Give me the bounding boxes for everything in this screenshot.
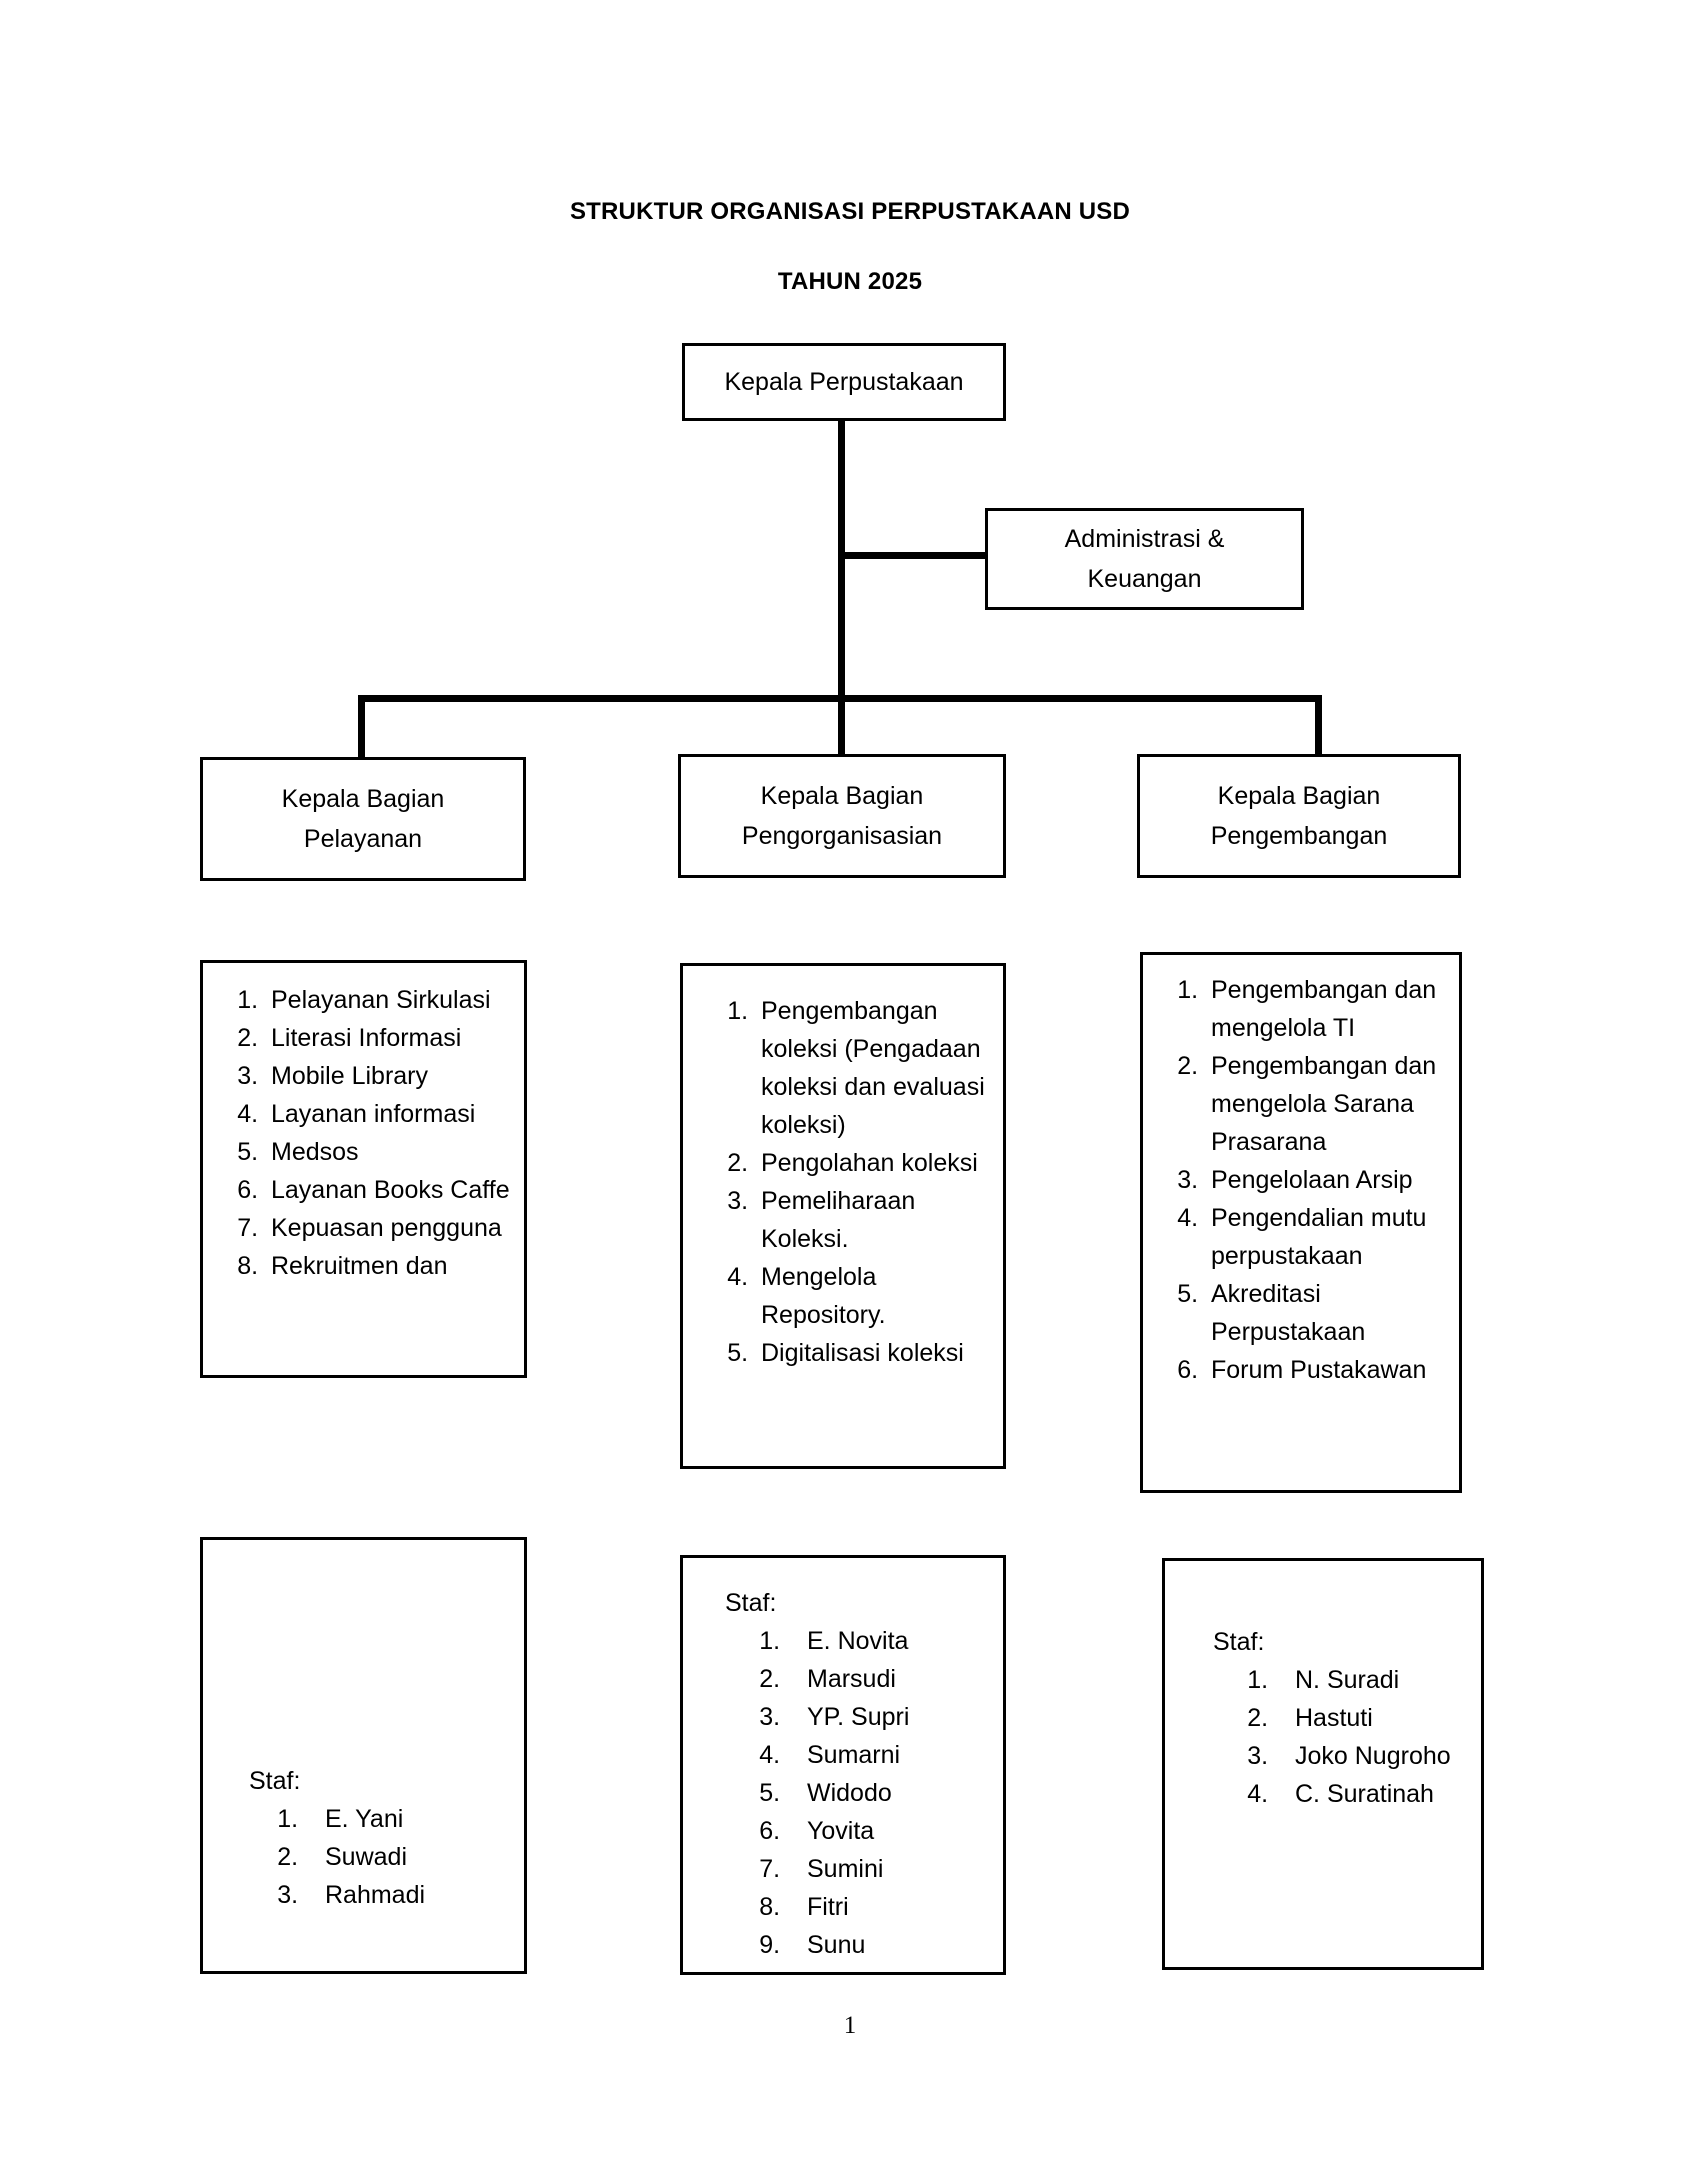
task-list-box-pelayanan: Pelayanan SirkulasiLiterasi InformasiMob… bbox=[200, 960, 527, 1378]
staff-list: E. YaniSuwadiRahmadi bbox=[249, 1800, 524, 1914]
node-label-line-1: Kepala Bagian bbox=[281, 785, 445, 813]
list-item: E. Novita bbox=[787, 1622, 1003, 1660]
staff-heading: Staf: bbox=[249, 1767, 301, 1795]
node-label-line-2: Pengorganisasian bbox=[741, 822, 943, 850]
list-item: Forum Pustakawan bbox=[1205, 1351, 1455, 1389]
list-item: Kepuasan pengguna bbox=[265, 1209, 518, 1247]
list-item: Sumini bbox=[787, 1850, 1003, 1888]
list-item: Layanan Books Caffe bbox=[265, 1171, 518, 1209]
staff-heading: Staf: bbox=[725, 1589, 777, 1617]
list-item: Hastuti bbox=[1275, 1699, 1481, 1737]
list-item: Pengolahan koleksi bbox=[755, 1144, 997, 1182]
list-item: Mobile Library bbox=[265, 1057, 518, 1095]
node-label-line-2: Keuangan bbox=[1087, 565, 1202, 593]
staff-heading: Staf: bbox=[1213, 1628, 1265, 1656]
node-label-line-2: Pengembangan bbox=[1210, 822, 1388, 850]
node-kepala-bagian-pengorganisasian[interactable]: Kepala Bagian Pengorganisasian bbox=[678, 754, 1006, 878]
node-kepala-bagian-pengembangan[interactable]: Kepala Bagian Pengembangan bbox=[1137, 754, 1461, 878]
list-item: Rahmadi bbox=[305, 1876, 524, 1914]
list-item: Akreditasi Perpustakaan bbox=[1205, 1275, 1455, 1351]
node-administrasi-keuangan[interactable]: Administrasi & Keuangan bbox=[985, 508, 1304, 610]
staff-list: N. SuradiHastutiJoko NugrohoC. Suratinah bbox=[1213, 1661, 1481, 1813]
list-item: N. Suradi bbox=[1275, 1661, 1481, 1699]
list-item: Pelayanan Sirkulasi bbox=[265, 981, 518, 1019]
connector-drop-right bbox=[1315, 695, 1322, 757]
node-label: Kepala Perpustakaan bbox=[724, 368, 964, 396]
list-item: Pengendalian mutu perpustakaan bbox=[1205, 1199, 1455, 1275]
node-label-line-2: Pelayanan bbox=[303, 825, 423, 853]
node-label-line-1: Kepala Bagian bbox=[1217, 782, 1381, 810]
document-title-line-1: STRUKTUR ORGANISASI PERPUSTAKAAN USD bbox=[569, 198, 1131, 225]
list-item: Digitalisasi koleksi bbox=[755, 1334, 997, 1372]
list-item: Sumarni bbox=[787, 1736, 1003, 1774]
list-item: Rekruitmen dan bbox=[265, 1247, 518, 1285]
list-item: Pengembangan dan mengelola Sarana Prasar… bbox=[1205, 1047, 1455, 1161]
list-item: Marsudi bbox=[787, 1660, 1003, 1698]
list-item: Pengembangan dan mengelola TI bbox=[1205, 971, 1455, 1047]
list-item: Yovita bbox=[787, 1812, 1003, 1850]
task-list: Pengembangan koleksi (Pengadaan koleksi … bbox=[683, 992, 1003, 1372]
node-label-line-1: Administrasi & bbox=[1064, 525, 1225, 553]
list-item: Pemeliharaan Koleksi. bbox=[755, 1182, 997, 1258]
staff-list: E. NovitaMarsudiYP. SupriSumarniWidodoYo… bbox=[725, 1622, 1003, 1964]
task-list: Pelayanan SirkulasiLiterasi InformasiMob… bbox=[203, 981, 524, 1285]
staff-box-pengorganisasian: Staf: E. NovitaMarsudiYP. SupriSumarniWi… bbox=[680, 1555, 1006, 1975]
list-item: Pengelolaan Arsip bbox=[1205, 1161, 1455, 1199]
list-item: YP. Supri bbox=[787, 1698, 1003, 1736]
task-list: Pengembangan dan mengelola TIPengembanga… bbox=[1143, 971, 1459, 1389]
list-item: Widodo bbox=[787, 1774, 1003, 1812]
list-item: Fitri bbox=[787, 1888, 1003, 1926]
list-item: Suwadi bbox=[305, 1838, 524, 1876]
document-title-line-2: TAHUN 2025 bbox=[777, 268, 923, 295]
page-number: 1 bbox=[843, 2012, 857, 2039]
connector-admin-horizontal bbox=[845, 552, 988, 559]
list-item: E. Yani bbox=[305, 1800, 524, 1838]
node-kepala-bagian-pelayanan[interactable]: Kepala Bagian Pelayanan bbox=[200, 757, 526, 881]
connector-trunk-vertical bbox=[838, 420, 845, 702]
task-list-box-pengorganisasian: Pengembangan koleksi (Pengadaan koleksi … bbox=[680, 963, 1006, 1469]
list-item: Literasi Informasi bbox=[265, 1019, 518, 1057]
list-item: Layanan informasi bbox=[265, 1095, 518, 1133]
list-item: Medsos bbox=[265, 1133, 518, 1171]
list-item: Pengembangan koleksi (Pengadaan koleksi … bbox=[755, 992, 997, 1144]
task-list-box-pengembangan: Pengembangan dan mengelola TIPengembanga… bbox=[1140, 952, 1462, 1493]
staff-box-pelayanan: Staf: E. YaniSuwadiRahmadi bbox=[200, 1537, 527, 1974]
list-item: Sunu bbox=[787, 1926, 1003, 1964]
list-item: Mengelola Repository. bbox=[755, 1258, 997, 1334]
list-item: Joko Nugroho bbox=[1275, 1737, 1481, 1775]
staff-box-pengembangan: Staf: N. SuradiHastutiJoko NugrohoC. Sur… bbox=[1162, 1558, 1484, 1970]
node-kepala-perpustakaan[interactable]: Kepala Perpustakaan bbox=[682, 343, 1006, 421]
list-item: C. Suratinah bbox=[1275, 1775, 1481, 1813]
node-label-line-1: Kepala Bagian bbox=[760, 782, 924, 810]
connector-drop-middle bbox=[838, 695, 845, 757]
connector-drop-left bbox=[358, 695, 365, 757]
